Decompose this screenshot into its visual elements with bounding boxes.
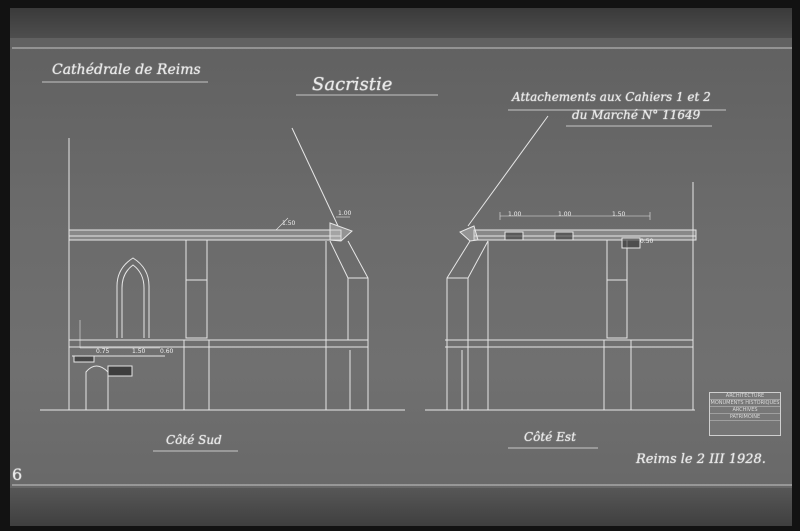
title-cathedral: Cathédrale de Reims bbox=[52, 62, 201, 78]
label-cote-est: Côté Est bbox=[524, 430, 576, 444]
dim-south-c: 0.60 bbox=[160, 348, 174, 355]
south-buttress-upper bbox=[185, 239, 208, 281]
south-roof-slope bbox=[291, 127, 339, 227]
page-number: 6 bbox=[12, 465, 23, 484]
reference-line-1: Attachements aux Cahiers 1 et 2 bbox=[512, 90, 711, 104]
dim-east-d: 0.50 bbox=[640, 238, 654, 245]
stamp-line: ARCHITECTURE bbox=[710, 393, 780, 400]
east-elevation bbox=[425, 115, 697, 411]
east-buttress-lower bbox=[603, 339, 632, 411]
dim-south-b: 1.50 bbox=[132, 348, 146, 355]
dim-south-a: 0.75 bbox=[96, 348, 110, 355]
blueprint-sheet bbox=[10, 8, 792, 526]
dim-south-ridge: 1.00 bbox=[338, 210, 352, 217]
reference-line-2: du Marché N° 11649 bbox=[572, 108, 701, 122]
south-elevation bbox=[40, 127, 405, 411]
south-buttress-lower bbox=[183, 339, 210, 411]
sheet-bottom-band bbox=[10, 488, 792, 526]
signature-date: Reims le 2 III 1928. bbox=[636, 452, 766, 467]
archive-stamp: ARCHITECTURE MONUMENTS HISTORIQUES ARCHI… bbox=[709, 392, 781, 436]
stamp-line: ARCHIVES bbox=[710, 407, 780, 414]
sheet-top-band bbox=[10, 8, 792, 38]
south-cornice bbox=[68, 229, 342, 241]
stamp-line: MONUMENTS HISTORIQUES bbox=[710, 400, 780, 407]
lancet-window bbox=[116, 257, 150, 338]
title-sacristie: Sacristie bbox=[312, 74, 393, 95]
dim-east-c: 1.50 bbox=[612, 211, 626, 218]
dim-east-b: 1.00 bbox=[558, 211, 572, 218]
dim-south-roof: 1.50 bbox=[282, 220, 296, 227]
stamp-line: PATRIMOINE bbox=[710, 414, 780, 421]
south-door bbox=[85, 365, 109, 410]
east-roof-slope bbox=[467, 115, 549, 227]
dim-east-a: 1.00 bbox=[508, 211, 522, 218]
label-cote-sud: Côté Sud bbox=[166, 433, 222, 447]
east-cornice bbox=[473, 229, 697, 241]
